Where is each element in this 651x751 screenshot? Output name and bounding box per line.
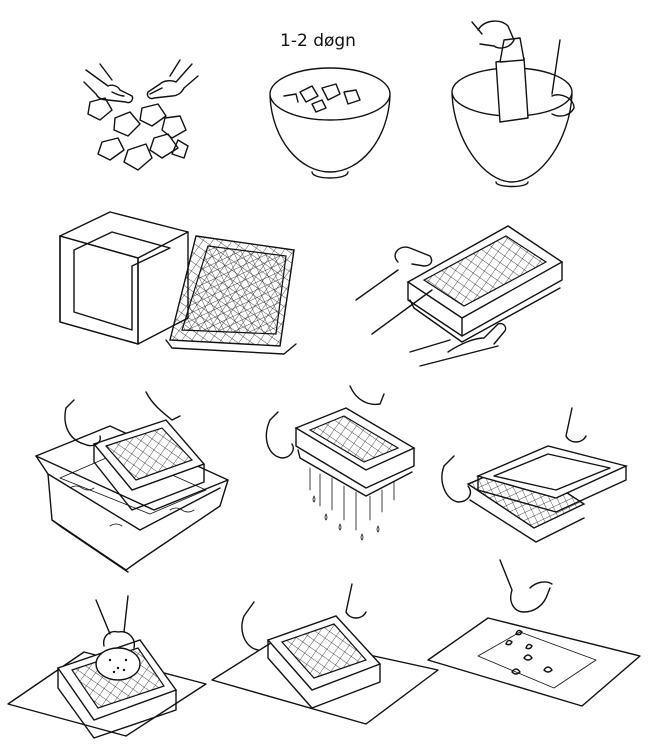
- adding-petals-icon: [428, 560, 640, 706]
- lift-mesh-icon: [212, 584, 438, 724]
- stacked-frame-icon: [356, 226, 562, 366]
- soaking-bowl-icon: [270, 68, 390, 178]
- sponge-press-icon: [8, 596, 206, 738]
- step-5-stacked-frame: [356, 226, 562, 366]
- tearing-paper-icon: [84, 60, 198, 170]
- step-1-tearing-paper: [84, 60, 198, 170]
- step-7-draining: [266, 386, 414, 540]
- step-6-dipping-tub: [36, 392, 228, 572]
- step-2-caption: 1-2 døgn: [280, 31, 356, 51]
- step-8-lifting-frame: [442, 408, 626, 542]
- step-4-frame-and-mesh: [60, 212, 296, 354]
- draining-frame-icon: [266, 386, 414, 540]
- dipping-tub-icon: [36, 392, 228, 572]
- blending-bowl-icon: [452, 21, 574, 186]
- frame-and-mesh-icon: [60, 212, 296, 354]
- step-9-sponge-press: [8, 596, 206, 738]
- step-3-blending: [452, 21, 574, 186]
- step-11-adding-petals: [428, 560, 640, 706]
- lifting-frame-icon: [442, 408, 626, 542]
- step-10-lift-mesh: [212, 584, 438, 724]
- step-2-soaking: 1-2 døgn: [270, 31, 390, 178]
